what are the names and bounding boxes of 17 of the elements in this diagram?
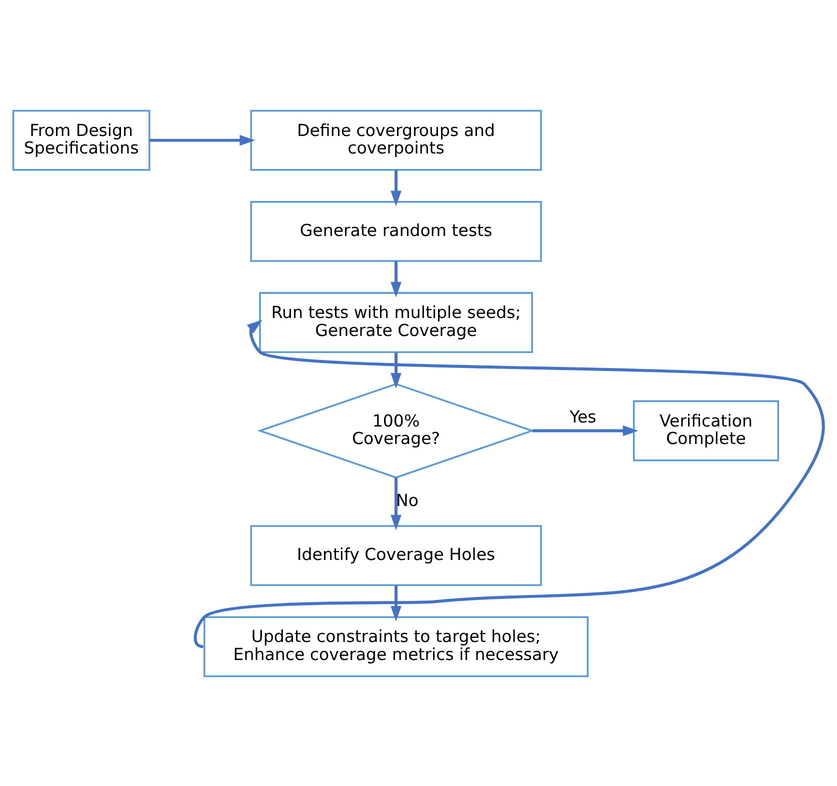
node-box: Identify Coverage Holes	[250, 524, 542, 586]
arrow	[150, 134, 256, 146]
edge-label: Yes	[570, 407, 596, 426]
arrow	[390, 170, 402, 206]
edge-label: No	[396, 490, 419, 510]
node-box: Update constraints to target holes; Enhance coverage metrics if necessary	[203, 616, 589, 677]
node-diamond: 100% Coverage?	[257, 382, 535, 478]
arrow	[532, 424, 638, 436]
arrow	[390, 260, 402, 297]
arrow	[390, 584, 402, 621]
arrow	[390, 352, 402, 388]
node-box: Run tests with multiple seeds; Generate Coverage	[259, 292, 533, 352]
node-box: Define covergroups and coverpoints	[250, 109, 542, 170]
node-box: From Design Specifications	[12, 109, 150, 170]
arrow	[390, 477, 402, 530]
node-box: Verification Complete	[632, 400, 780, 461]
node-box: Generate random tests	[250, 200, 542, 262]
